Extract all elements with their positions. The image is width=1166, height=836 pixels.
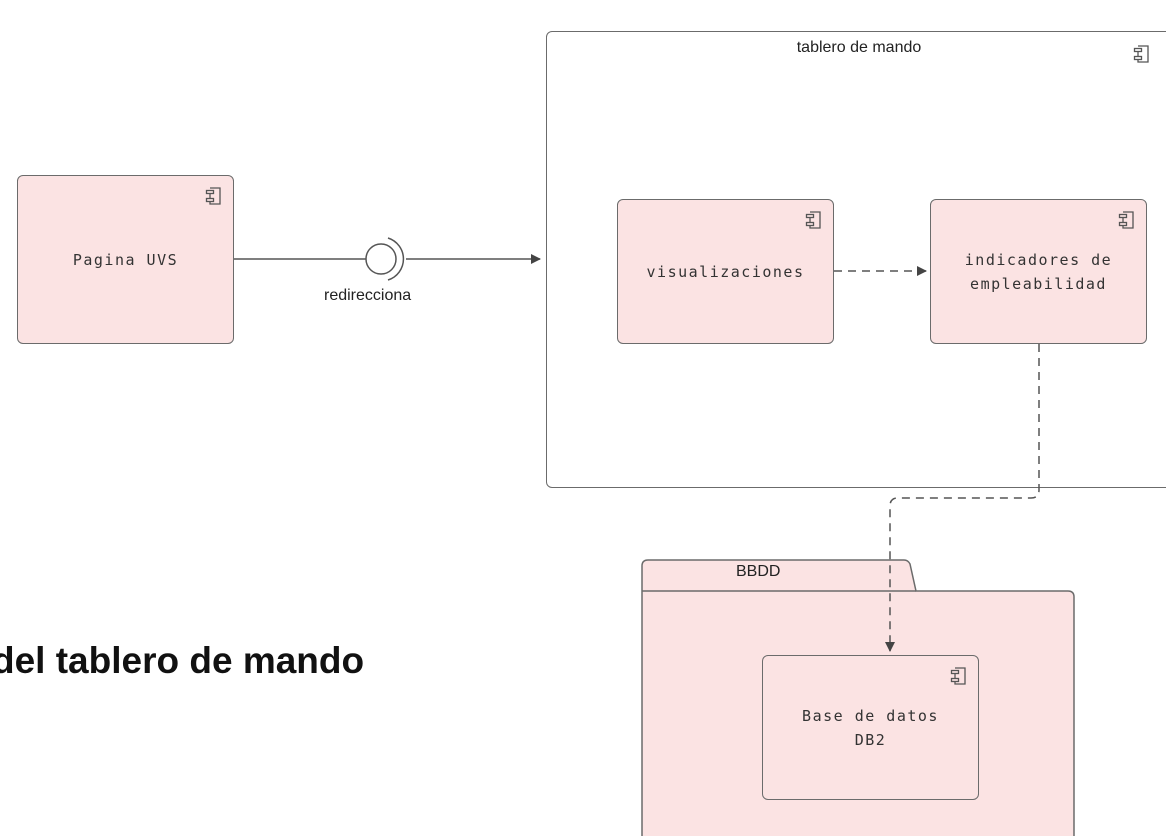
- component-icon: [1133, 45, 1149, 63]
- component-icon: [805, 211, 821, 229]
- component-icon: [205, 187, 221, 205]
- component-pagina-uvs-label: Pagina UVS: [72, 250, 179, 269]
- interface-label: redirecciona: [324, 287, 412, 304]
- component-base-de-datos[interactable]: Base de datos DB2: [762, 655, 979, 800]
- component-visualizaciones[interactable]: visualizaciones: [617, 199, 834, 344]
- page-heading: del tablero de mando: [0, 640, 365, 681]
- component-pagina-uvs[interactable]: Pagina UVS: [17, 175, 234, 344]
- tablero-title: tablero de mando: [796, 39, 922, 56]
- component-indicadores-label: indicadores de empleabilidad: [964, 250, 1113, 293]
- component-icon: [950, 667, 966, 685]
- component-icon: [1118, 211, 1134, 229]
- bbdd-title: BBDD: [736, 563, 781, 580]
- component-visualizaciones-label: visualizaciones: [646, 262, 805, 281]
- component-indicadores-empleabilidad[interactable]: indicadores de empleabilidad: [930, 199, 1147, 344]
- component-base-de-datos-label: Base de datos DB2: [802, 706, 939, 749]
